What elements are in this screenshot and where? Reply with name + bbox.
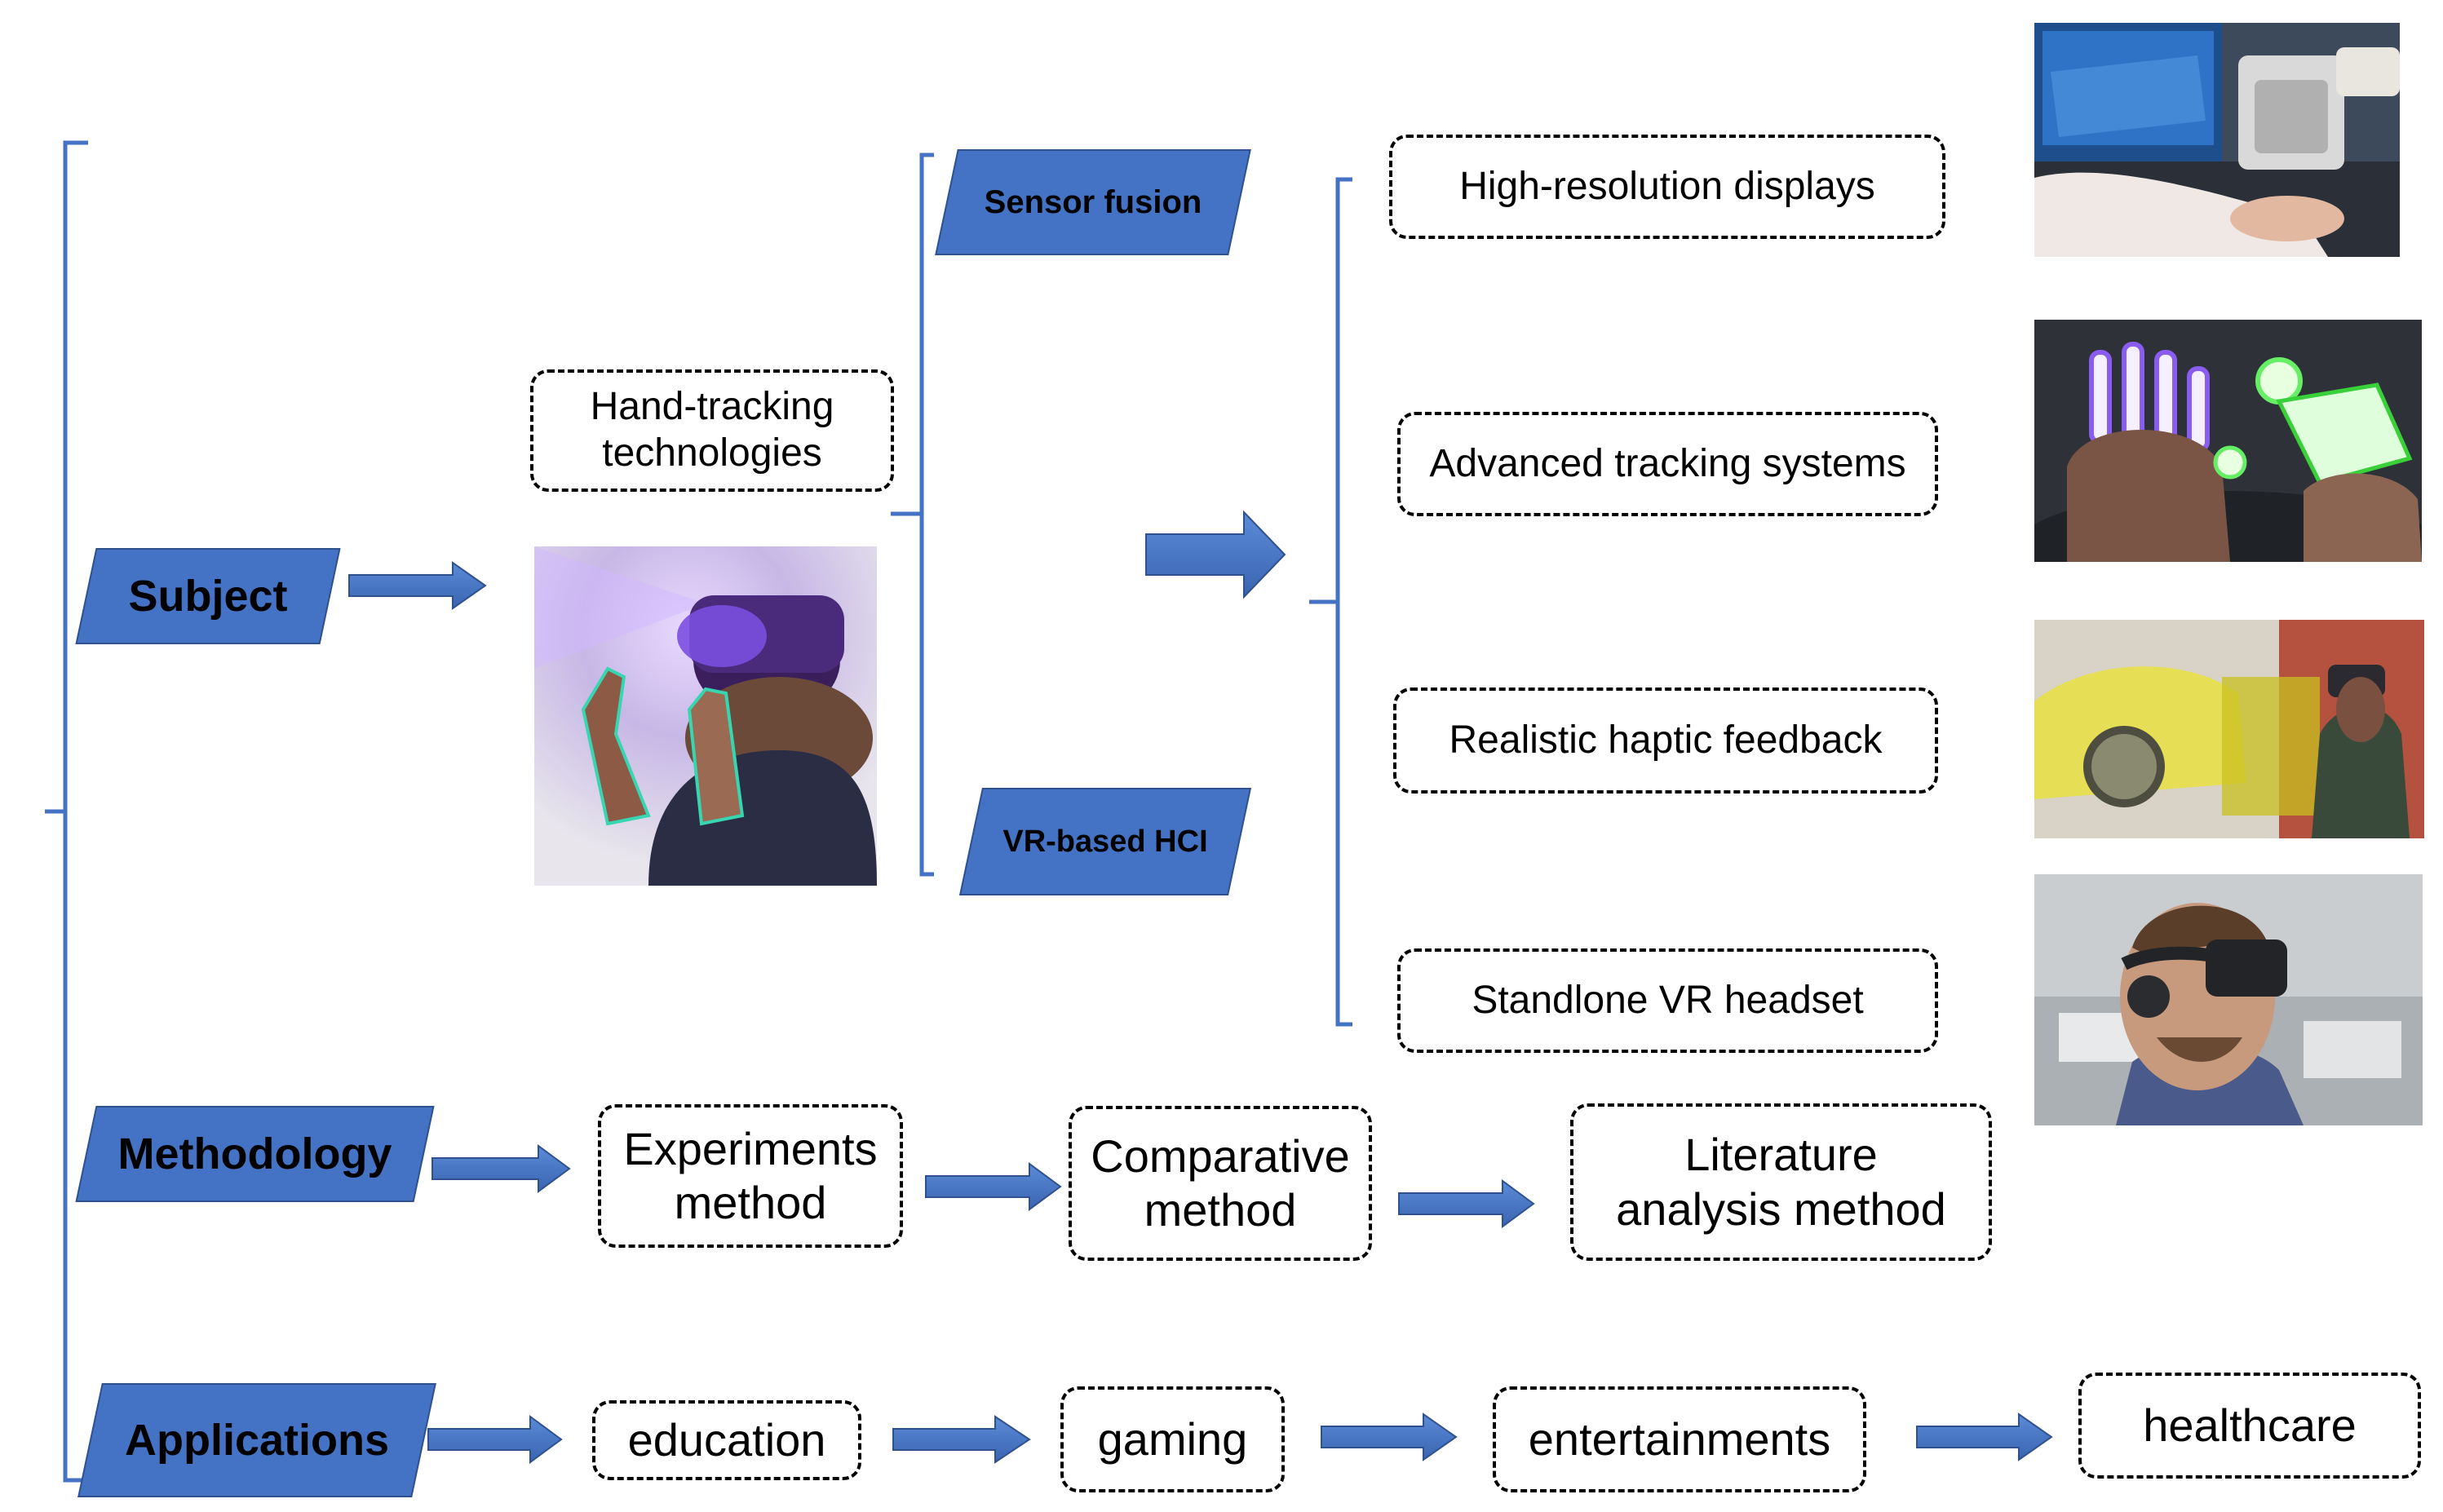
app-box-education: education <box>592 1400 861 1480</box>
app-box-healthcare: healthcare <box>2078 1373 2421 1479</box>
arrow-methodology-2 <box>925 1162 1062 1211</box>
applications-label: Applications <box>77 1383 436 1497</box>
feature-box-3: Standlone VR headset <box>1397 948 1938 1053</box>
method-box-comparative: Comparative method <box>1069 1106 1372 1261</box>
arrow-subject-to-image <box>348 561 487 610</box>
subject-label: Subject <box>75 548 341 644</box>
feature-box-1: Advanced tracking systems <box>1397 412 1938 516</box>
main-bracket <box>45 140 88 1483</box>
app-box-gaming: gaming <box>1060 1386 1285 1492</box>
feature-box-0: High-resolution displays <box>1389 135 1945 239</box>
methodology-label: Methodology <box>75 1106 435 1202</box>
arrow-applications-2 <box>892 1415 1031 1464</box>
sensor-fusion-label: Sensor fusion <box>935 149 1251 255</box>
arrow-applications-3 <box>1321 1413 1458 1461</box>
method-box-experiments: Experiments method <box>598 1104 903 1248</box>
person-hand-tracking-image <box>534 546 877 886</box>
vr-headset-user-image <box>2034 874 2423 1125</box>
hand-tracking-box: Hand-tracking technologies <box>530 369 894 492</box>
arrow-applications-1 <box>427 1415 563 1464</box>
app-box-entertainments: entertainments <box>1493 1386 1866 1492</box>
haptic-device-image <box>2034 23 2400 257</box>
method-box-literature: Literature analysis method <box>1570 1103 1992 1261</box>
vr-hci-label: VR-based HCI <box>958 788 1252 895</box>
arrow-big-to-features <box>1145 510 1286 599</box>
feature-box-2: Realistic haptic feedback <box>1393 687 1938 794</box>
arrow-methodology-3 <box>1398 1179 1535 1228</box>
arrow-applications-4 <box>1916 1413 2053 1461</box>
arrow-methodology-1 <box>432 1144 571 1193</box>
virtual-hands-image <box>2034 320 2422 562</box>
fusion-bracket <box>891 153 934 877</box>
haptic-car-image <box>2034 620 2424 838</box>
features-bracket <box>1309 177 1352 1027</box>
